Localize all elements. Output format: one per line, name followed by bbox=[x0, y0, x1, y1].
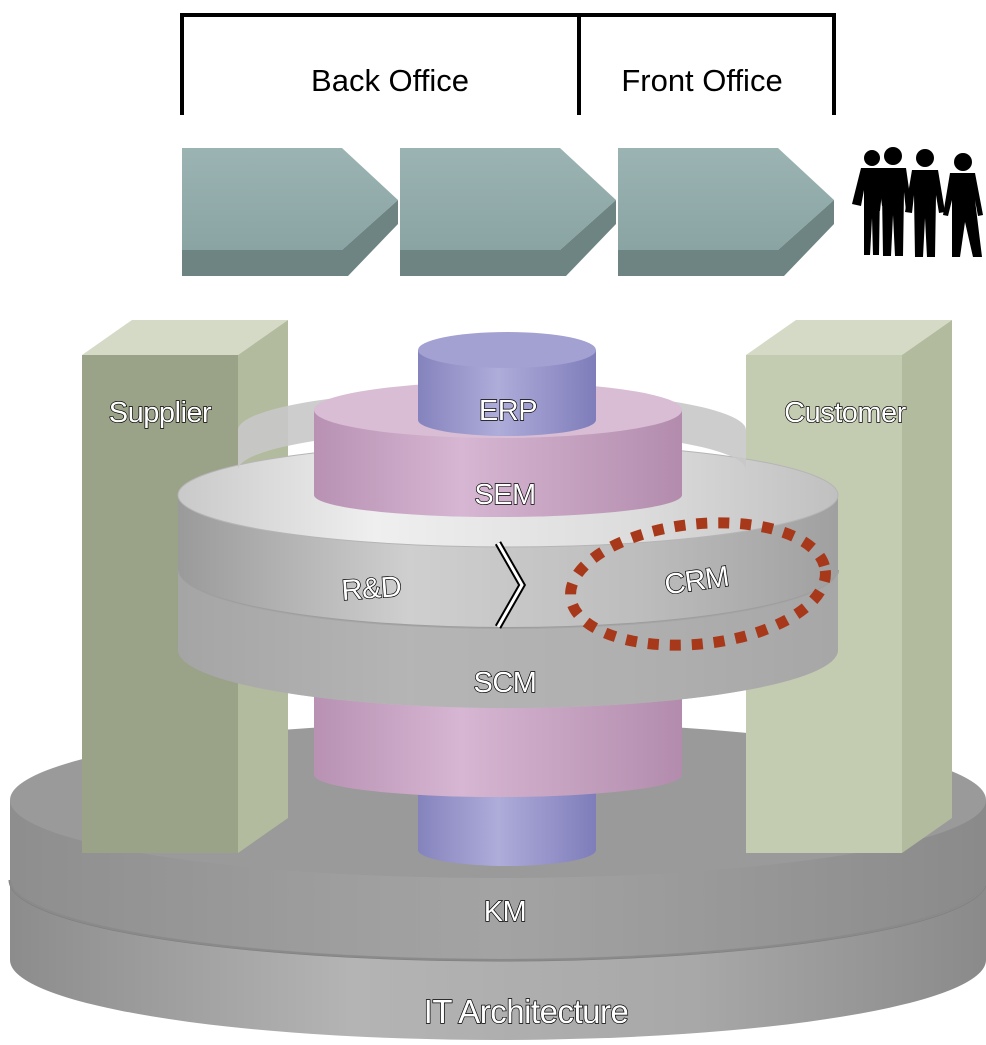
km-label: KM bbox=[484, 896, 527, 928]
km-core-cylinder bbox=[418, 780, 596, 866]
chevron-arrow-icon bbox=[182, 148, 398, 276]
rnd-label: R&D bbox=[340, 571, 402, 607]
chevron-right-icon bbox=[494, 541, 527, 629]
process-arrows bbox=[182, 148, 834, 276]
erp-label: ERP bbox=[479, 395, 537, 427]
sem-label: SEM bbox=[474, 479, 535, 511]
supplier-label: Supplier bbox=[109, 397, 212, 429]
office-bracket bbox=[180, 13, 836, 115]
chevron-arrow-icon bbox=[400, 148, 616, 276]
erp-cylinder bbox=[418, 332, 596, 436]
people-silhouette-icon bbox=[852, 147, 983, 257]
customer-pillar bbox=[746, 320, 952, 853]
scm-label: SCM bbox=[474, 667, 537, 699]
it-architecture-label: IT Architecture bbox=[424, 993, 629, 1030]
back-office-label: Back Office bbox=[311, 63, 469, 98]
crm-highlight bbox=[565, 517, 831, 651]
lower-pink-cylinder bbox=[314, 690, 682, 797]
customer-label: Customer bbox=[784, 397, 907, 429]
front-office-label: Front Office bbox=[621, 63, 782, 98]
chevron-arrow-icon bbox=[618, 148, 834, 276]
